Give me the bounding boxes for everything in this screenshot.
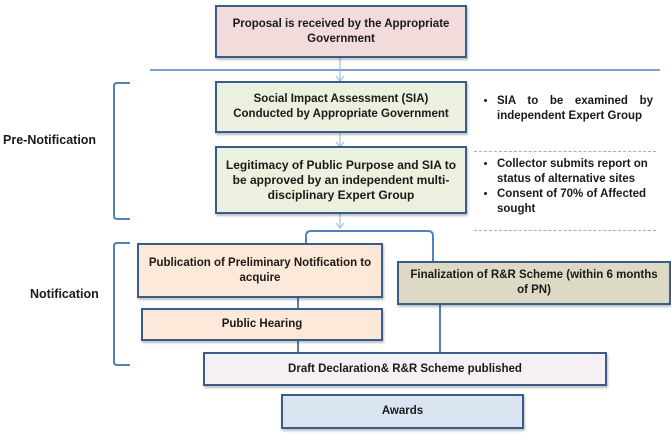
legitimacy-box: Legitimacy of Public Purpose and SIA to …	[215, 146, 467, 214]
note-item: Consent of 70% of Affected sought	[497, 187, 666, 217]
pre-notification-label: Pre-Notification	[3, 133, 97, 147]
split-connector	[305, 230, 434, 261]
notification-bracket	[113, 242, 130, 366]
rr-finalization-box: Finalization of R&R Scheme (within 6 mon…	[397, 261, 671, 305]
note-item: Collector submits report on status of al…	[497, 157, 666, 187]
proposal-box: Proposal is received by the Appropriate …	[215, 5, 467, 58]
pre-notification-bracket	[113, 82, 130, 220]
public-hearing-box: Public Hearing	[141, 308, 383, 341]
notes-group-2: Collector submits report on status of al…	[481, 157, 666, 217]
notes-group-1: SIA to be examined by independent Expert…	[481, 94, 653, 124]
awards-box: Awards	[281, 394, 524, 429]
draft-declaration-box: Draft Declaration& R&R Scheme published	[203, 352, 607, 386]
sia-box: Social Impact Assessment (SIA) Conducted…	[215, 81, 467, 133]
arrowhead-icon	[335, 222, 345, 229]
note-item: SIA to be examined by independent Expert…	[497, 94, 653, 124]
preliminary-notification-box: Publication of Preliminary Notification …	[137, 243, 383, 298]
notes-divider	[474, 230, 656, 231]
notes-divider	[474, 151, 656, 152]
notification-label: Notification	[30, 287, 99, 301]
